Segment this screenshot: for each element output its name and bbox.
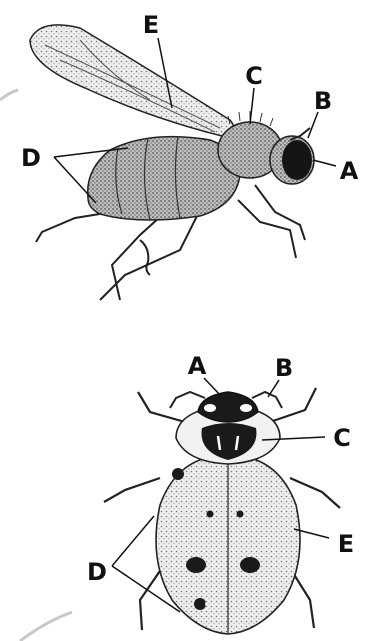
fly-label-d: D: [21, 144, 41, 172]
beetle-label-a: A: [188, 352, 207, 380]
beetle-illustration: [104, 388, 340, 634]
background-arc: [20, 612, 72, 641]
fly-abdomen: [88, 137, 240, 220]
fly-illustration: [30, 25, 314, 300]
background-arc: [0, 90, 18, 100]
beetle-label-b: B: [275, 354, 293, 382]
beetle-label-c: C: [333, 424, 351, 452]
beetle-label-e: E: [338, 530, 354, 558]
fly-label-b: B: [314, 87, 332, 115]
fly-label-e: E: [143, 11, 159, 39]
beetle-eye-left: [204, 404, 216, 412]
fly-label-c: C: [245, 62, 263, 90]
beetle-eye-right: [240, 404, 252, 412]
fly-compound-eye: [282, 140, 312, 180]
beetle-label-d: D: [87, 558, 107, 586]
fly-label-a: A: [340, 157, 359, 185]
